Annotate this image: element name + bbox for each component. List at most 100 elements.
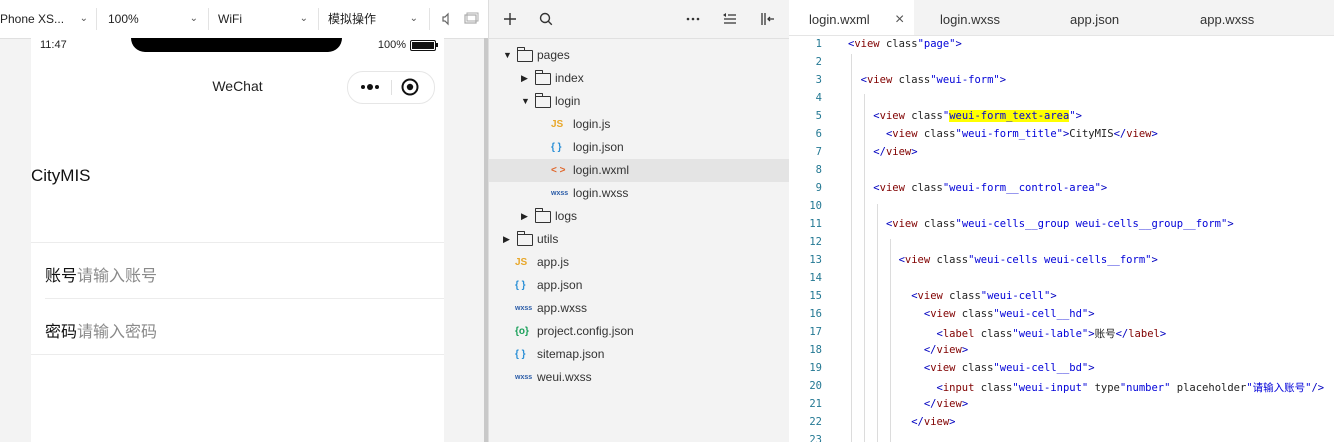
tab-label: login.wxml (809, 12, 870, 27)
tree-item-label: index (555, 71, 584, 85)
close-icon[interactable]: × (895, 11, 905, 28)
battery-icon (410, 40, 438, 51)
code-line: <label class"weui-lable">账号</label> (936, 328, 1167, 340)
code-line: <view class"weui-form_title">CityMIS</vi… (885, 128, 1158, 140)
simulator-panel: Phone XS... ⌄ 100% ⌄ WiFi ⌄ 模拟操作 ⌄ 11:47… (0, 0, 488, 442)
password-input[interactable]: 请输入密码 (77, 324, 158, 341)
line-number: 8 (815, 164, 822, 176)
code-line: <input class"weui-input" type"number" pl… (936, 382, 1325, 394)
account-cell[interactable]: 账号请输入账号 (45, 262, 157, 286)
line-number: 3 (815, 74, 822, 86)
code-line: <view class"weui-form"> (860, 74, 1007, 86)
code-line: <view class"weui-cells weui-cells__form"… (898, 254, 1158, 266)
tree-item-project-config-json[interactable]: {o}project.config.json (489, 320, 789, 343)
tree-item-label: pages (537, 48, 570, 62)
line-number: 16 (809, 308, 822, 320)
tree-item-login[interactable]: ▼ login (489, 90, 789, 113)
phone-screen: 11:47 100% WeChat CityMIS 账号请输入账号 密码请输入密… (31, 38, 444, 442)
line-number: 17 (809, 326, 822, 338)
close-program-icon[interactable] (401, 78, 419, 96)
line-number: 23 (809, 434, 822, 442)
tree-item-pages[interactable]: ▼ pages (489, 44, 789, 67)
chevron-down-icon[interactable]: ▼ (503, 50, 512, 60)
code-line: <view class"weui-cell"> (911, 290, 1057, 302)
status-battery-text: 100% (377, 39, 406, 51)
js-file-icon: JS (551, 119, 564, 130)
tab-app-wxss[interactable]: app.wxss (1182, 0, 1302, 35)
tab-label: app.json (1070, 12, 1120, 27)
tab-login-wxss[interactable]: login.wxss (922, 0, 1042, 35)
tree-item-label: sitemap.json (537, 347, 605, 361)
chevron-right-icon[interactable]: ▶ (503, 234, 510, 244)
tree-item-label: utils (537, 232, 559, 246)
tree-item-index[interactable]: ▶ index (489, 67, 789, 90)
line-number: 9 (815, 182, 822, 194)
simulator-scrollbar[interactable] (484, 38, 488, 442)
status-time: 11:47 (40, 39, 67, 51)
zoom-select[interactable]: 100% ⌄ (108, 0, 206, 38)
device-select[interactable]: Phone XS... ⌄ (0, 0, 96, 38)
split-icon[interactable] (759, 11, 775, 27)
code-line: </view> (911, 416, 956, 428)
tree-item-app-json[interactable]: { }app.json (489, 274, 789, 297)
line-number: 13 (809, 254, 822, 266)
editor-tabs: login.wxml × login.wxss app.json app.wxs… (789, 0, 1334, 36)
json-file-icon: { } (515, 349, 526, 360)
chevron-down-icon[interactable]: ▼ (521, 96, 530, 106)
chevron-down-icon: ⌄ (299, 13, 308, 24)
tree-item-login-wxml[interactable]: < >login.wxml (489, 159, 789, 182)
code-line: <view class"page"> (848, 38, 962, 50)
line-number: 12 (809, 236, 822, 248)
divider (45, 298, 444, 299)
password-label: 密码 (45, 324, 78, 341)
folder-icon (517, 231, 533, 246)
more-icon[interactable] (685, 12, 701, 26)
code-line: <view class"weui-form_text-area"> (873, 110, 1082, 122)
chevron-right-icon[interactable]: ▶ (521, 73, 528, 83)
collapse-icon[interactable] (721, 12, 737, 26)
screen-icon[interactable] (462, 10, 480, 28)
line-number: 11 (809, 218, 822, 230)
tree-item-label: login.wxss (573, 186, 629, 200)
explorer-toolbar (489, 0, 789, 39)
line-number: 18 (809, 344, 822, 356)
capsule-menu[interactable] (347, 71, 435, 104)
add-icon[interactable] (503, 12, 517, 26)
folder-icon (535, 208, 551, 223)
json-file-icon: { } (515, 280, 526, 291)
tree-item-utils[interactable]: ▶ utils (489, 228, 789, 251)
tab-login-wxml[interactable]: login.wxml × (789, 0, 914, 35)
indent-guide (877, 204, 878, 442)
action-select-value: 模拟操作 (328, 12, 377, 26)
tree-item-login-json[interactable]: { }login.json (489, 136, 789, 159)
line-number: 10 (809, 200, 822, 212)
tab-app-json[interactable]: app.json (1052, 0, 1172, 35)
code-line: <view class"weui-cells__group weui-cells… (885, 218, 1234, 230)
wxss-file-icon: wxss (551, 190, 569, 197)
volume-icon[interactable] (438, 10, 456, 28)
divider (429, 8, 430, 30)
divider (208, 8, 209, 30)
line-number: 5 (815, 110, 822, 122)
folder-icon (535, 70, 551, 85)
action-select[interactable]: 模拟操作 ⌄ (328, 0, 426, 38)
tree-item-label: login (555, 94, 581, 108)
indent-guide (890, 239, 891, 442)
tree-item-login-wxss[interactable]: wxss login.wxss (489, 182, 789, 205)
tree-item-logs[interactable]: ▶logs (489, 205, 789, 228)
line-number: 20 (809, 380, 822, 392)
tree-item-sitemap-json[interactable]: { } sitemap.json (489, 343, 789, 366)
account-input[interactable]: 请输入账号 (77, 268, 158, 285)
search-icon[interactable] (539, 12, 553, 26)
password-cell[interactable]: 密码请输入密码 (45, 318, 157, 342)
more-dots-icon[interactable] (359, 81, 381, 93)
chevron-right-icon[interactable]: ▶ (521, 211, 528, 221)
code-editor: login.wxml × login.wxss app.json app.wxs… (789, 0, 1334, 442)
network-select[interactable]: WiFi ⌄ (218, 0, 316, 38)
line-number: 7 (815, 146, 822, 158)
